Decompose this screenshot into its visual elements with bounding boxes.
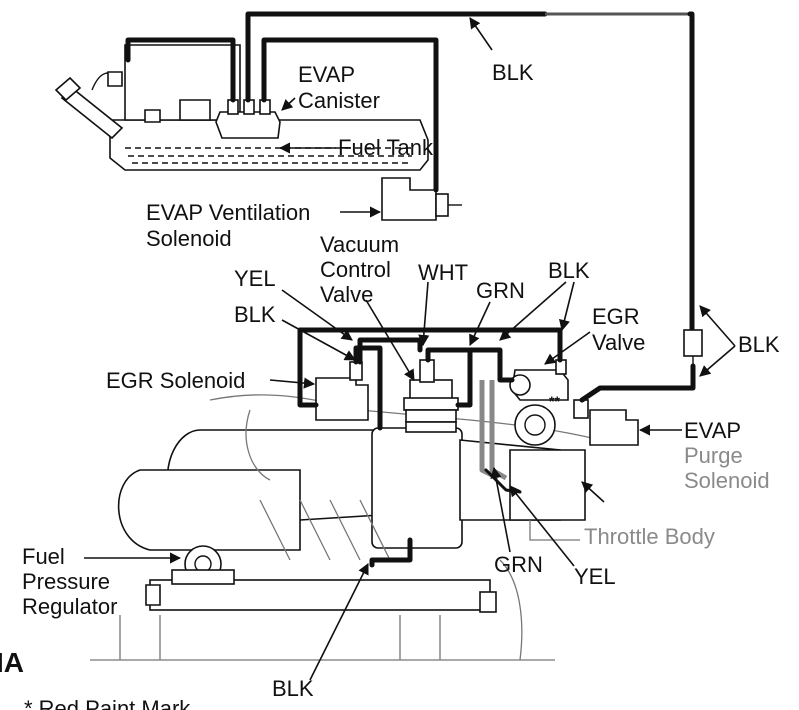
- vacuum-control-valve-label-line2: Control: [320, 257, 391, 282]
- blk-bottom-label: BLK: [272, 676, 314, 701]
- throttle-body: [509, 404, 586, 541]
- blk-right-label: BLK: [738, 332, 780, 357]
- fuel-tank: [109, 44, 429, 171]
- grn-top-label: GRN: [476, 278, 525, 303]
- evap-ventilation-label-line1: EVAP Ventilation: [146, 200, 310, 225]
- vacuum-control-valve-label-line3: Valve: [320, 282, 373, 307]
- egr-valve-label-line1: EGR: [592, 304, 640, 329]
- fuel-pressure-regulator: [171, 545, 235, 585]
- fuel-regulator-label-line3: Regulator: [22, 594, 117, 619]
- fuel-rail: [90, 559, 555, 661]
- evap-canister-label-line2: Canister: [298, 88, 380, 113]
- vacuum-control-valve-label-line1: Vacuum: [320, 232, 399, 257]
- partial-heading: IA: [0, 647, 24, 678]
- evap-ventilation-label-line2: Solenoid: [146, 226, 232, 251]
- inline-filter: [683, 320, 703, 366]
- blk-top-label: BLK: [492, 60, 534, 85]
- fuel-regulator-label-line1: Fuel: [22, 544, 65, 569]
- evap-purge-solenoid: [573, 399, 639, 446]
- vacuum-control-valve: [403, 359, 459, 433]
- yel-top-label: YEL: [234, 266, 276, 291]
- yel-bottom-label: YEL: [574, 564, 616, 589]
- egr-solenoid-label: EGR Solenoid: [106, 368, 245, 393]
- fuel-tank-label: Fuel Tank: [338, 135, 434, 160]
- evap-canister: [215, 99, 281, 139]
- filler-neck: [54, 71, 124, 140]
- evap-canister-label-line1: EVAP: [298, 62, 355, 87]
- evap-purge-label-line2: Purge: [684, 443, 743, 468]
- throttle-body-label: Throttle Body: [584, 524, 715, 549]
- egr-solenoid: [315, 361, 369, 421]
- blk-left-label: BLK: [234, 302, 276, 327]
- evap-ventilation-solenoid: [381, 177, 462, 221]
- blk-mid-label: BLK: [548, 258, 590, 283]
- wht-label: WHT: [418, 260, 468, 285]
- evap-purge-label-line3: Solenoid: [684, 468, 770, 493]
- evap-purge-label-line1: EVAP: [684, 418, 741, 443]
- red-paint-stars: **: [549, 393, 560, 409]
- grn-bottom-label: GRN: [494, 552, 543, 577]
- egr-valve: [509, 359, 569, 401]
- red-paint-note: * Red Paint Mark: [24, 696, 191, 710]
- fuel-regulator-label-line2: Pressure: [22, 569, 110, 594]
- egr-valve-label-line2: Valve: [592, 330, 645, 355]
